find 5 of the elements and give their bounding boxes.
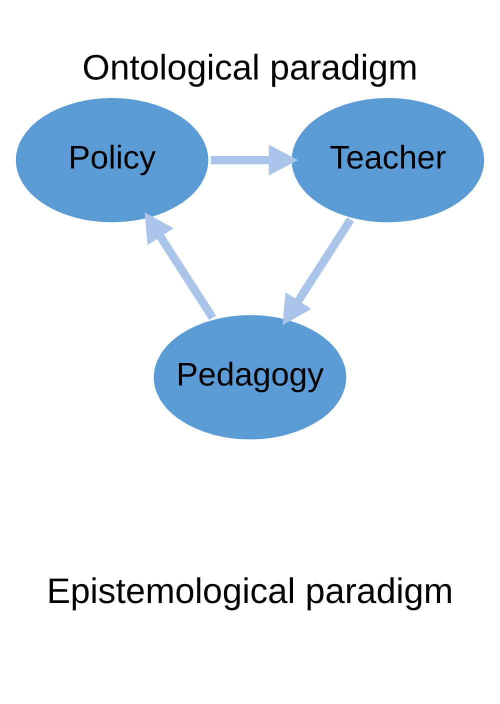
arrow bbox=[210, 144, 298, 176]
arrow bbox=[144, 212, 216, 320]
caption: Epistemological paradigm bbox=[46, 570, 454, 611]
diagram-title: Ontological paradigm bbox=[82, 47, 418, 88]
arrow bbox=[282, 217, 354, 326]
